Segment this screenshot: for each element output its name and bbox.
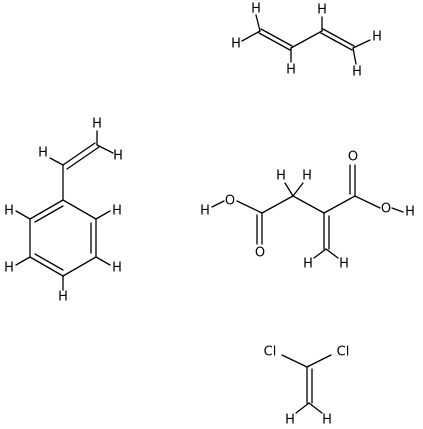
bond bbox=[354, 195, 381, 209]
butadiene-molecule: H H H H H H bbox=[231, 2, 382, 80]
hydrogen-atom-label: H bbox=[276, 169, 286, 184]
bond bbox=[325, 248, 339, 259]
oxygen-atom-label: O bbox=[225, 194, 235, 209]
hydrogen-atom-label: H bbox=[339, 257, 349, 272]
bond bbox=[258, 32, 291, 51]
dichloroethene-molecule: Cl Cl H H bbox=[264, 345, 350, 428]
chlorine-atom-label: Cl bbox=[337, 345, 350, 360]
bond bbox=[352, 47, 357, 65]
bond bbox=[284, 182, 294, 197]
bond bbox=[15, 256, 31, 266]
bond bbox=[241, 30, 261, 42]
bond bbox=[29, 256, 64, 277]
bond bbox=[211, 200, 225, 208]
hydrogen-atom-label: H bbox=[58, 290, 68, 305]
bond bbox=[34, 253, 64, 271]
bond bbox=[15, 210, 31, 220]
bond bbox=[261, 195, 294, 214]
oxygen-atom-label: O bbox=[381, 202, 391, 217]
bond bbox=[292, 195, 325, 214]
bond bbox=[66, 146, 100, 170]
hydrogen-atom-label: H bbox=[200, 204, 210, 219]
bond bbox=[95, 210, 111, 220]
bond bbox=[322, 28, 355, 47]
bond bbox=[308, 402, 323, 414]
bond bbox=[313, 248, 327, 259]
hydrogen-atom-label: H bbox=[303, 257, 313, 272]
hydrogen-atom-label: H bbox=[4, 261, 14, 276]
bond bbox=[34, 205, 64, 223]
bond bbox=[281, 354, 308, 368]
bond bbox=[320, 32, 353, 51]
bond bbox=[95, 256, 111, 266]
bond bbox=[295, 402, 310, 414]
bond bbox=[49, 157, 64, 166]
bond bbox=[62, 199, 97, 220]
hydrogen-atom-label: H bbox=[112, 204, 122, 219]
bond bbox=[62, 142, 96, 166]
bond bbox=[391, 207, 404, 213]
bond bbox=[62, 256, 97, 277]
bond bbox=[236, 200, 263, 214]
hydrogen-atom-label: H bbox=[112, 261, 122, 276]
hydrogen-atom-label: H bbox=[251, 2, 261, 17]
bond bbox=[96, 144, 114, 154]
bond bbox=[255, 14, 261, 32]
bond bbox=[29, 199, 64, 220]
bond bbox=[292, 182, 304, 197]
hydrogen-atom-label: H bbox=[92, 117, 102, 132]
hydrogen-atom-label: H bbox=[352, 65, 362, 80]
bond bbox=[290, 30, 323, 49]
hydrogen-atom-label: H bbox=[286, 63, 296, 78]
itaconic-acid-molecule: O O O O H H H H H H bbox=[200, 150, 415, 272]
hydrogen-atom-label: H bbox=[38, 146, 48, 161]
hydrogen-atom-label: H bbox=[285, 413, 295, 428]
bond bbox=[323, 195, 356, 214]
bond bbox=[306, 354, 332, 368]
hydrogen-atom-label: H bbox=[113, 149, 123, 164]
oxygen-atom-label: O bbox=[255, 246, 265, 261]
hydrogen-atom-label: H bbox=[231, 37, 241, 52]
hydrogen-atom-label: H bbox=[372, 30, 382, 45]
hydrogen-atom-label: H bbox=[317, 3, 327, 18]
hydrogen-atom-label: H bbox=[405, 205, 415, 220]
oxygen-atom-label: O bbox=[348, 150, 358, 165]
chlorine-atom-label: Cl bbox=[264, 345, 277, 360]
hydrogen-atom-label: H bbox=[302, 169, 312, 184]
bond bbox=[352, 39, 371, 49]
bond bbox=[260, 28, 293, 47]
styrene-molecule: H H H H H H H H bbox=[4, 117, 123, 305]
hydrogen-atom-label: H bbox=[4, 204, 14, 219]
hydrogen-atom-label: H bbox=[322, 413, 332, 428]
